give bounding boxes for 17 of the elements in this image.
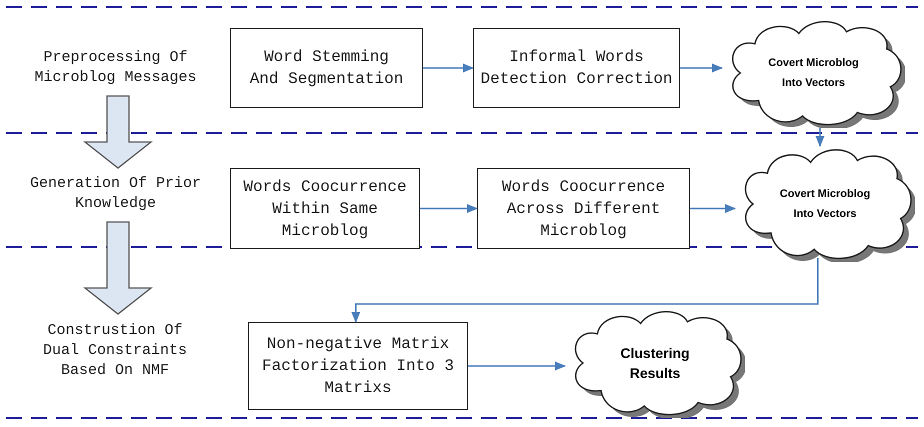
process-box: Words Coocurrence Within Same Microblog	[230, 168, 420, 249]
process-box: Informal Words Detection Correction	[473, 28, 680, 108]
process-box: Words Coocurrence Across Different Microblog	[477, 168, 690, 249]
stage-label: Construstion Of Dual Constraints Based On NMF	[25, 318, 205, 384]
arrow	[423, 64, 474, 72]
block-arrow	[83, 95, 153, 169]
arrow	[420, 204, 478, 213]
stage-label: Preprocessing Of Microblog Messages	[28, 46, 203, 90]
arrow	[468, 362, 566, 370]
process-box: Non-negative Matrix Factorization Into 3 Matrixs	[248, 322, 468, 410]
arrow	[351, 258, 819, 324]
arrow	[816, 128, 824, 148]
stage-label: Generation Of Prior Knowledge	[28, 172, 203, 216]
arrow	[690, 204, 736, 213]
process-box: Word Stemming And Segmentation	[230, 28, 423, 108]
block-arrow	[83, 221, 153, 315]
arrow	[680, 64, 724, 72]
